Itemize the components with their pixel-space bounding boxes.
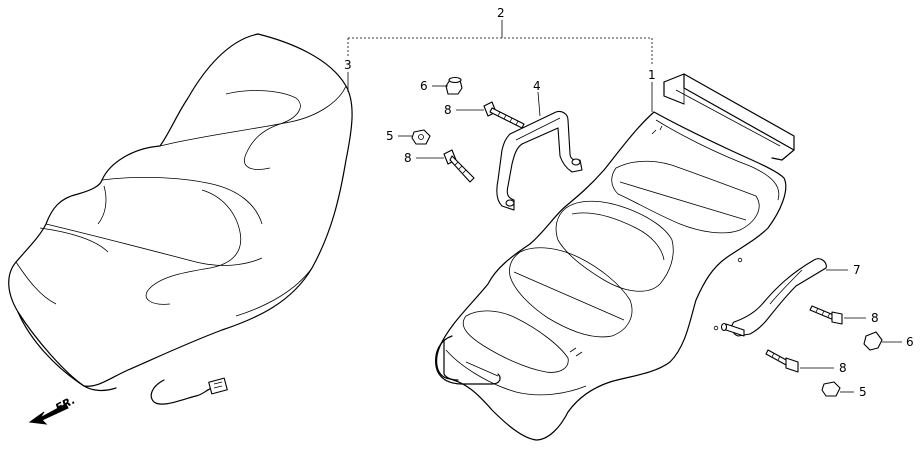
front-direction-marker: FR. — [28, 394, 77, 425]
nut-right — [821, 381, 841, 397]
seat-base-assembly — [435, 73, 795, 441]
callout-2: 2 — [497, 6, 505, 20]
bolt-right-a — [809, 305, 843, 325]
nut-top — [411, 129, 431, 145]
rear-bracket — [496, 110, 583, 211]
bolt-top-a — [483, 101, 525, 129]
callout-5-right: 5 — [859, 385, 867, 399]
callout-8-right-a: 8 — [871, 311, 879, 325]
side-bracket — [720, 258, 827, 337]
seat-cover-assembly — [8, 33, 353, 405]
leader-lines — [347, 20, 902, 393]
callout-5-top: 5 — [386, 129, 394, 143]
callout-8-right-b: 8 — [839, 361, 847, 375]
callout-3: 3 — [344, 58, 352, 72]
bolt-right-b — [765, 349, 799, 373]
arrow-down-left-icon — [28, 403, 69, 425]
cap-nut-right — [863, 331, 883, 351]
callout-4: 4 — [533, 79, 541, 93]
callout-8-top-b: 8 — [404, 151, 412, 165]
callout-6-top: 6 — [420, 79, 428, 93]
callout-8-top-a: 8 — [444, 103, 452, 117]
callout-7: 7 — [853, 263, 861, 277]
cap-nut-top — [445, 76, 463, 95]
front-direction-label: FR. — [53, 394, 77, 415]
callout-labels: 2 3 1 4 6 8 5 8 7 8 6 8 5 — [344, 6, 914, 399]
callout-6-right: 6 — [906, 335, 914, 349]
callout-1: 1 — [648, 68, 656, 82]
bolt-top-b — [443, 149, 475, 183]
